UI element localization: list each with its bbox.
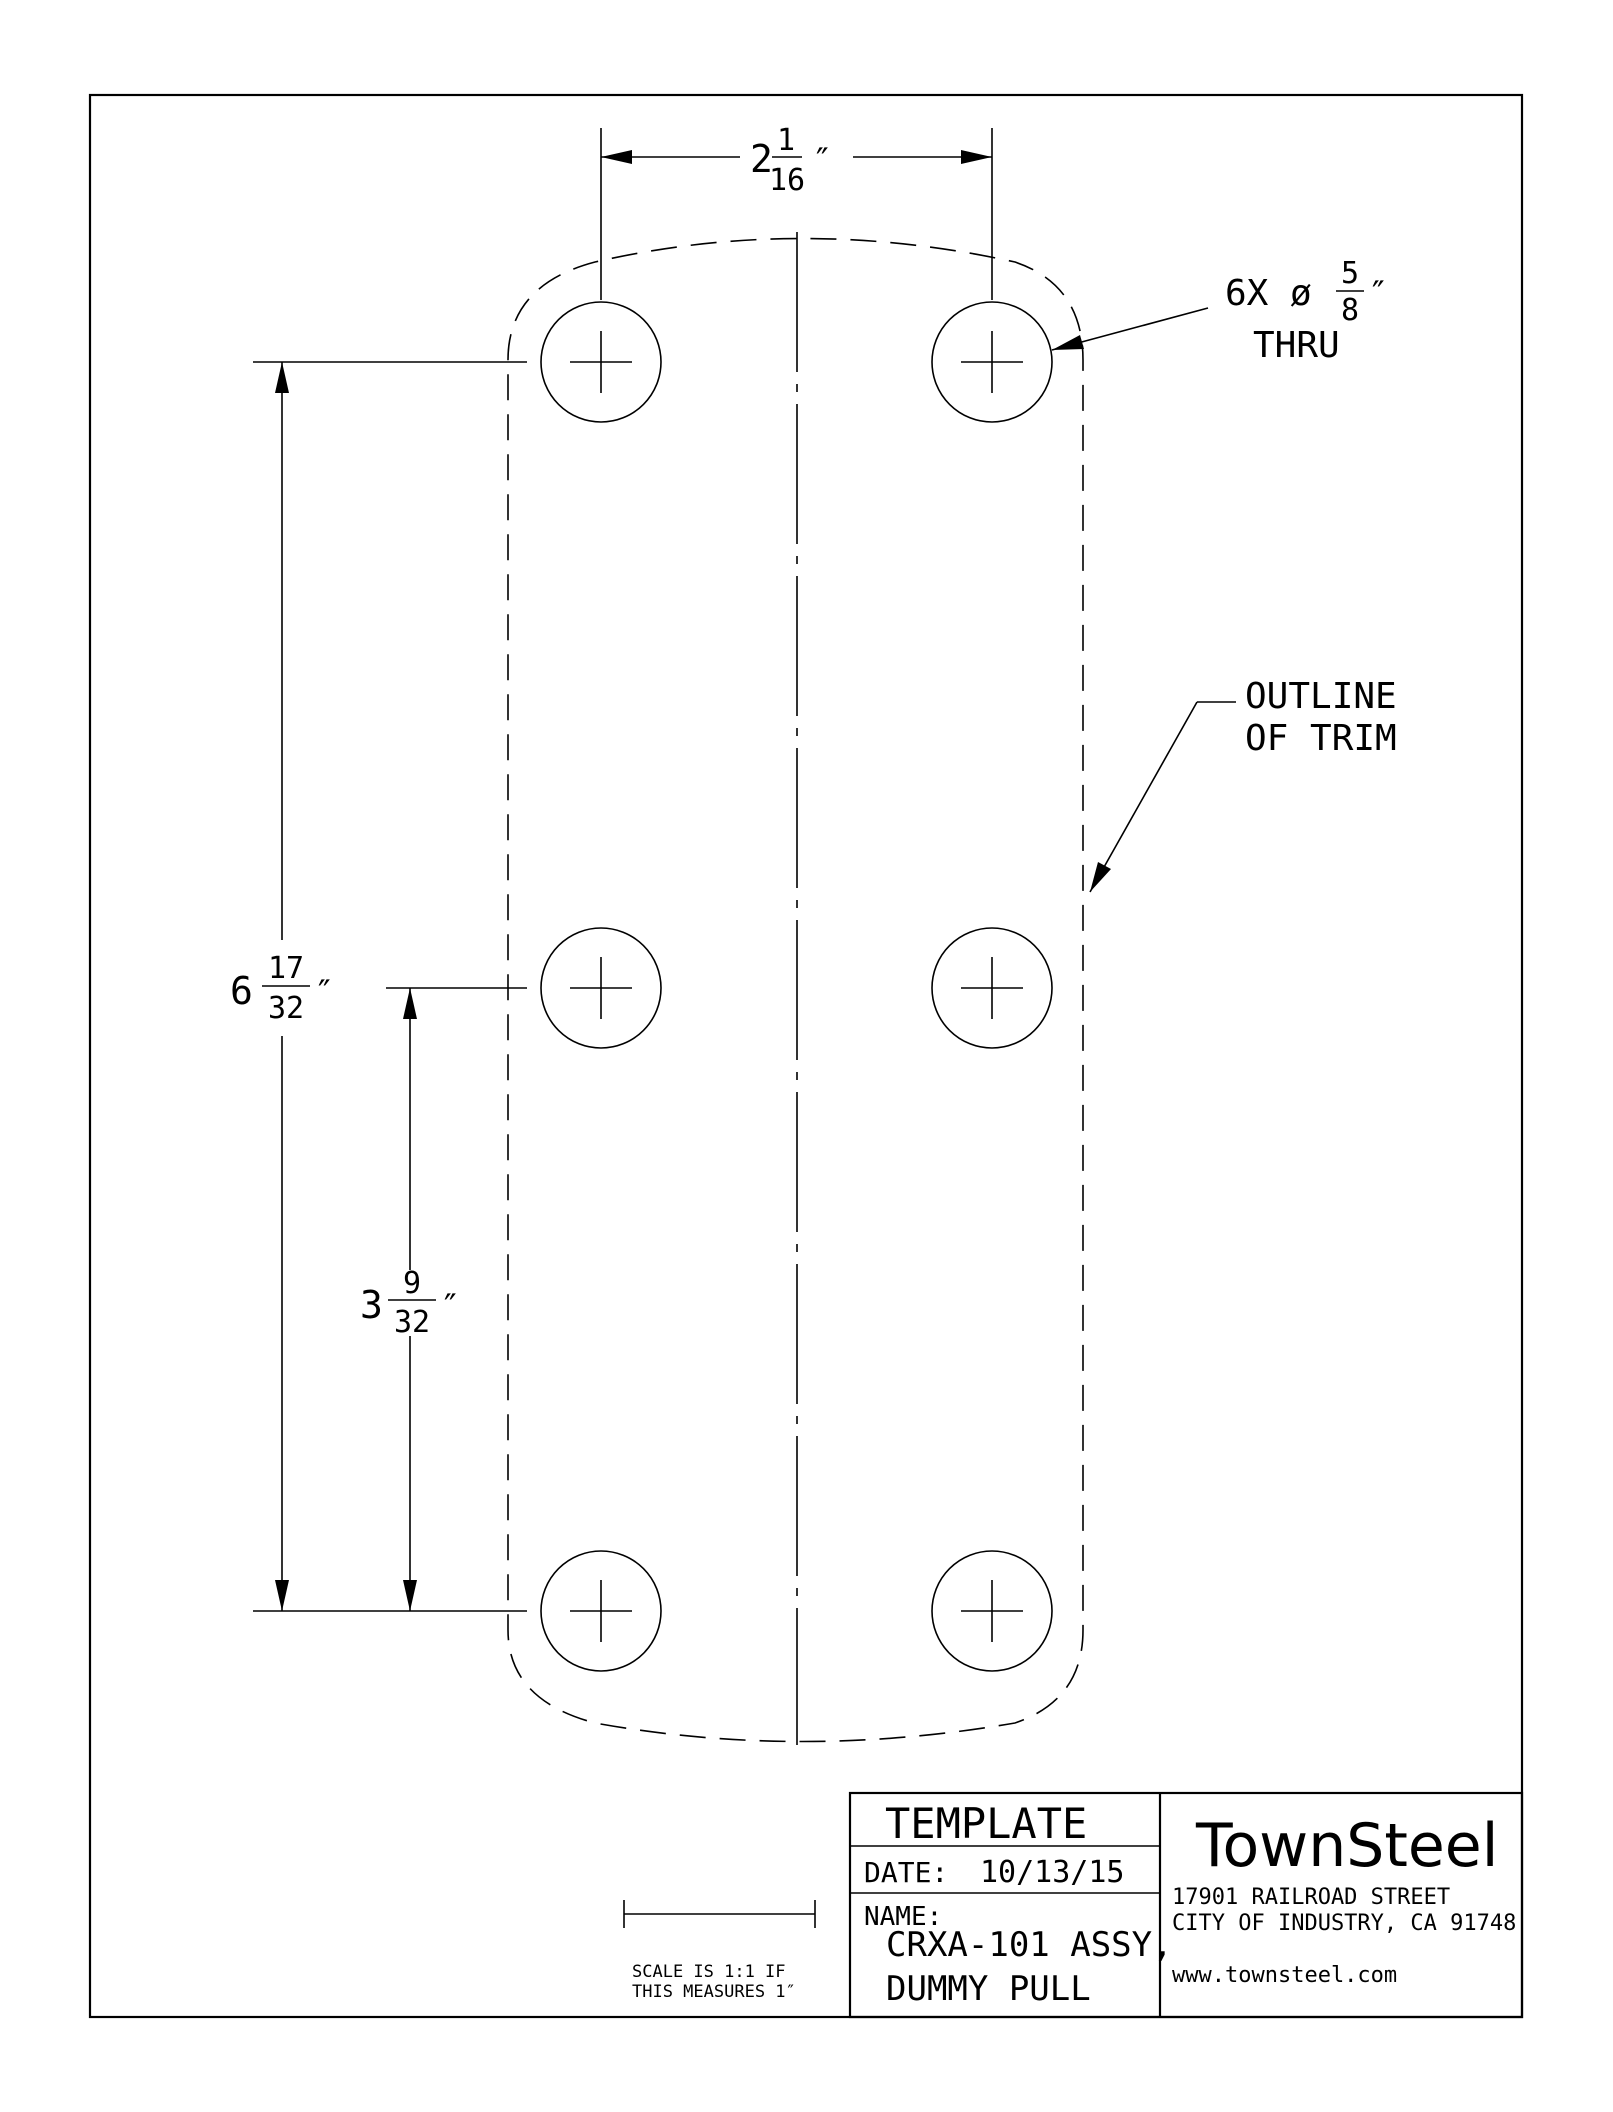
hole-top-right bbox=[931, 301, 1053, 423]
dimension-vertical-overall: 6 17 32 ″ bbox=[230, 361, 527, 1612]
callout-thru: THRU bbox=[1253, 325, 1340, 366]
callout-denominator: 8 bbox=[1341, 293, 1359, 328]
dim-overall-numerator: 17 bbox=[268, 951, 304, 986]
sheet-border bbox=[88, 93, 1524, 2019]
dim-partial-denominator: 32 bbox=[394, 1305, 430, 1340]
dim-partial-whole: 3 bbox=[360, 1283, 383, 1327]
callout-numerator: 5 bbox=[1341, 256, 1359, 291]
hole-bottom-left bbox=[540, 1550, 662, 1672]
hole-bottom-right bbox=[931, 1550, 1053, 1672]
dim-partial-numerator: 9 bbox=[403, 1266, 421, 1301]
company-name: TownSteel bbox=[1195, 1811, 1498, 1881]
outline-label-line2: OF TRIM bbox=[1245, 718, 1397, 759]
dimension-vertical-partial: 3 9 32 ″ bbox=[360, 987, 527, 1611]
hole-middle-right bbox=[931, 927, 1053, 1049]
dim-partial-unit: ″ bbox=[440, 1287, 460, 1327]
title-block: TEMPLATE DATE: 10/13/15 NAME: CRXA-101 A… bbox=[848, 1791, 1524, 2019]
scale-note-line2: THIS MEASURES 1″ bbox=[632, 1982, 796, 2002]
dim-numerator: 1 bbox=[777, 123, 795, 158]
dimension-horizontal-spacing: 2 1 16 ″ bbox=[600, 123, 993, 300]
dim-unit: ″ bbox=[812, 141, 832, 181]
name-label: NAME: bbox=[864, 1902, 942, 1932]
callout-prefix: 6X ø bbox=[1225, 273, 1312, 314]
scale-bar: SCALE IS 1:1 IF THIS MEASURES 1″ bbox=[623, 1900, 816, 2002]
dim-denominator: 16 bbox=[769, 163, 805, 198]
title-template: TEMPLATE bbox=[885, 1799, 1087, 1848]
company-address1: 17901 RAILROAD STREET bbox=[1172, 1885, 1450, 1910]
hole-callout: 6X ø 5 8 ″ THRU bbox=[1051, 256, 1388, 366]
outline-label-group: OUTLINE OF TRIM bbox=[1089, 676, 1397, 893]
dim-whole: 2 bbox=[750, 137, 773, 181]
callout-unit: ″ bbox=[1368, 274, 1388, 314]
trim-outline bbox=[507, 237, 1084, 1743]
dim-overall-denominator: 32 bbox=[268, 991, 304, 1026]
hole-top-left bbox=[540, 301, 662, 423]
dim-overall-whole: 6 bbox=[230, 969, 253, 1013]
company-address2: CITY OF INDUSTRY, CA 91748 bbox=[1172, 1911, 1516, 1936]
dim-overall-unit: ″ bbox=[314, 973, 334, 1013]
scale-note-line1: SCALE IS 1:1 IF bbox=[632, 1962, 786, 1982]
company-website: www.townsteel.com bbox=[1172, 1963, 1397, 1988]
name-line1: CRXA-101 ASSY, bbox=[886, 1925, 1173, 1965]
outline-label-line1: OUTLINE bbox=[1245, 676, 1397, 717]
date-label: DATE: bbox=[864, 1856, 948, 1889]
hole-middle-left bbox=[540, 927, 662, 1049]
date-value: 10/13/15 bbox=[980, 1855, 1125, 1890]
holes bbox=[540, 301, 1053, 1672]
name-line2: DUMMY PULL bbox=[886, 1969, 1091, 2009]
